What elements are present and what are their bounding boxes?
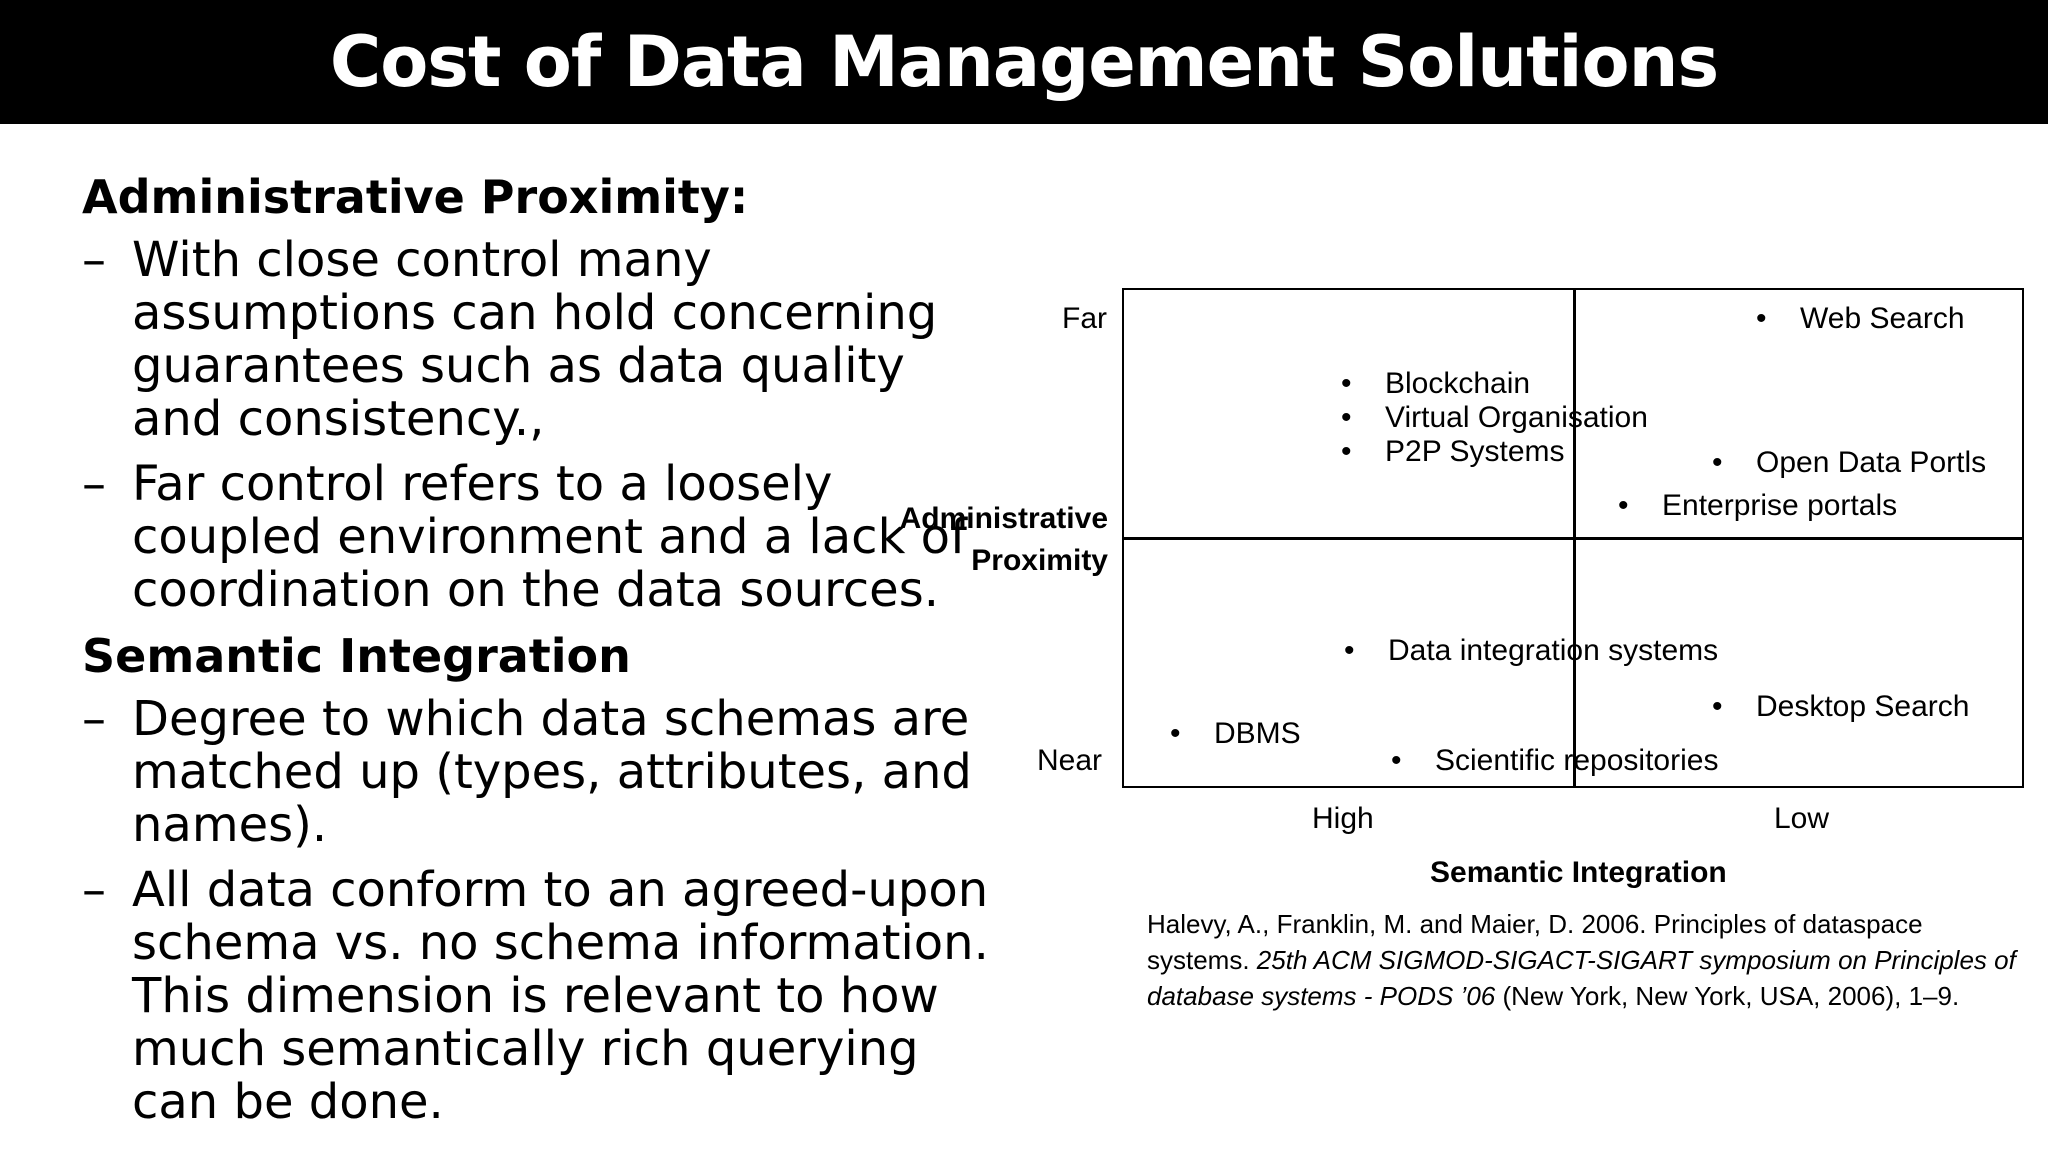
- bullet-dot: •: [1341, 435, 1352, 468]
- heading-semantic-integration: Semantic Integration: [82, 629, 631, 683]
- item-blockchain: • Blockchain: [1341, 367, 1530, 401]
- item-dbms: • DBMS: [1170, 717, 1301, 751]
- x-tick-high: High: [1312, 802, 1374, 835]
- item-label: P2P Systems: [1385, 435, 1565, 468]
- item-label: Data integration systems: [1388, 634, 1719, 667]
- bullet-dot: •: [1756, 302, 1767, 335]
- bullet-agreed-schema: – All data conform to an agreed-upon sch…: [82, 864, 1002, 1129]
- dash-marker: –: [82, 862, 106, 918]
- y-axis-title-line2: Proximity: [971, 544, 1108, 577]
- bullet-text: With close control many assumptions can …: [132, 232, 938, 447]
- bullet-text: Far control refers to a loosely coupled …: [132, 456, 967, 618]
- y-tick-near: Near: [1037, 744, 1103, 777]
- item-label: Open Data Portls: [1756, 446, 1987, 479]
- bullet-dot: •: [1344, 634, 1355, 667]
- heading-administrative-proximity: Administrative Proximity:: [82, 170, 749, 224]
- bullet-dot: •: [1341, 401, 1352, 434]
- bullet-dot: •: [1712, 690, 1723, 723]
- item-label: Blockchain: [1385, 367, 1531, 400]
- citation-venue: 25th ACM SIGMOD-SIGACT-SIGART symposium …: [1147, 945, 2016, 1011]
- y-tick-far: Far: [1062, 302, 1107, 335]
- dash-marker: –: [82, 691, 106, 747]
- bullet-degree-schemas: – Degree to which data schemas are match…: [82, 693, 1002, 852]
- citation-details: (New York, New York, USA, 2006), 1–9.: [1495, 981, 1960, 1011]
- y-axis-title-line1: Administrative: [899, 502, 1108, 535]
- item-enterprise-portals: • Enterprise portals: [1618, 489, 1897, 523]
- bullet-dot: •: [1170, 717, 1181, 750]
- item-label: Web Search: [1800, 302, 1965, 335]
- bullet-dot: •: [1391, 744, 1402, 777]
- citation-authors: Halevy, A., Franklin, M. and Maier, D. 2…: [1147, 909, 1923, 975]
- item-open-data-portals: • Open Data Portls: [1712, 446, 1986, 480]
- left-column: Administrative Proximity: – With close c…: [82, 170, 1002, 1141]
- bullet-close-control: – With close control many assumptions ca…: [82, 234, 1002, 446]
- slide-title: Cost of Data Management Solutions: [329, 21, 1719, 103]
- item-label: Virtual Organisation: [1385, 401, 1648, 434]
- dash-marker: –: [82, 232, 106, 288]
- item-virtual-organisation: • Virtual Organisation: [1341, 401, 1648, 435]
- bullet-text: Degree to which data schemas are matched…: [132, 691, 972, 853]
- bullet-dot: •: [1712, 446, 1723, 479]
- bullet-far-control: – Far control refers to a loosely couple…: [82, 458, 1002, 617]
- horizontal-divider: [1122, 537, 2024, 540]
- item-p2p-systems: • P2P Systems: [1341, 435, 1565, 469]
- x-axis-title: Semantic Integration: [1430, 856, 1727, 889]
- item-scientific-repositories: • Scientific repositories: [1391, 744, 1718, 778]
- title-bar: Cost of Data Management Solutions: [0, 0, 2048, 124]
- bullet-text: All data conform to an agreed-upon schem…: [132, 862, 989, 1130]
- y-axis-title: Administrative Proximity: [900, 498, 1108, 582]
- item-label: Desktop Search: [1756, 690, 1970, 723]
- x-tick-low: Low: [1774, 802, 1830, 835]
- bullet-dot: •: [1618, 489, 1629, 522]
- item-desktop-search: • Desktop Search: [1712, 690, 1969, 724]
- item-web-search: • Web Search: [1756, 302, 1965, 336]
- item-label: DBMS: [1214, 717, 1301, 750]
- item-data-integration-systems: • Data integration systems: [1344, 634, 1718, 668]
- item-label: Enterprise portals: [1662, 489, 1898, 522]
- bullet-dot: •: [1341, 367, 1352, 400]
- dash-marker: –: [82, 456, 106, 512]
- item-label: Scientific repositories: [1435, 744, 1719, 777]
- citation: Halevy, A., Franklin, M. and Maier, D. 2…: [1147, 906, 2027, 1014]
